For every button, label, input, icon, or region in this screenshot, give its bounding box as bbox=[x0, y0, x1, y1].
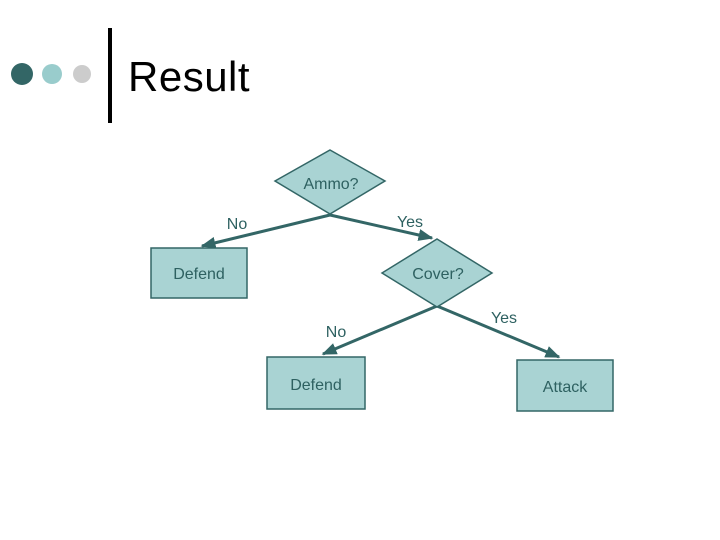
edge-label-yes-1: Yes bbox=[397, 214, 423, 231]
edge-label-no-1: No bbox=[227, 216, 248, 233]
edge-ammo-yes-cover bbox=[329, 213, 434, 241]
defend-box-1 bbox=[150, 247, 248, 299]
title-divider bbox=[108, 28, 112, 123]
defend-box-1-label: Defend bbox=[173, 266, 225, 283]
ammo-decision-diamond bbox=[273, 149, 387, 215]
attack-box bbox=[516, 359, 614, 412]
edge-label-no-2: No bbox=[326, 324, 347, 341]
cover-decision-label: Cover? bbox=[412, 266, 464, 283]
title-bullet-light-icon bbox=[42, 64, 62, 84]
title-bullet-gray-icon bbox=[73, 65, 91, 83]
defend-box-2-label: Defend bbox=[290, 377, 342, 394]
cover-decision-diamond bbox=[380, 238, 494, 308]
slide-title: Result bbox=[128, 53, 251, 100]
attack-box-label: Attack bbox=[543, 379, 588, 396]
edge-cover-no-defend bbox=[321, 304, 438, 356]
edge-cover-yes-attack bbox=[436, 304, 561, 359]
title-bullet-dark-icon bbox=[11, 63, 33, 85]
defend-box-2 bbox=[266, 356, 366, 410]
ammo-decision-label: Ammo? bbox=[303, 176, 358, 193]
edge-ammo-no-defend bbox=[200, 213, 331, 249]
edge-label-yes-2: Yes bbox=[491, 310, 517, 327]
